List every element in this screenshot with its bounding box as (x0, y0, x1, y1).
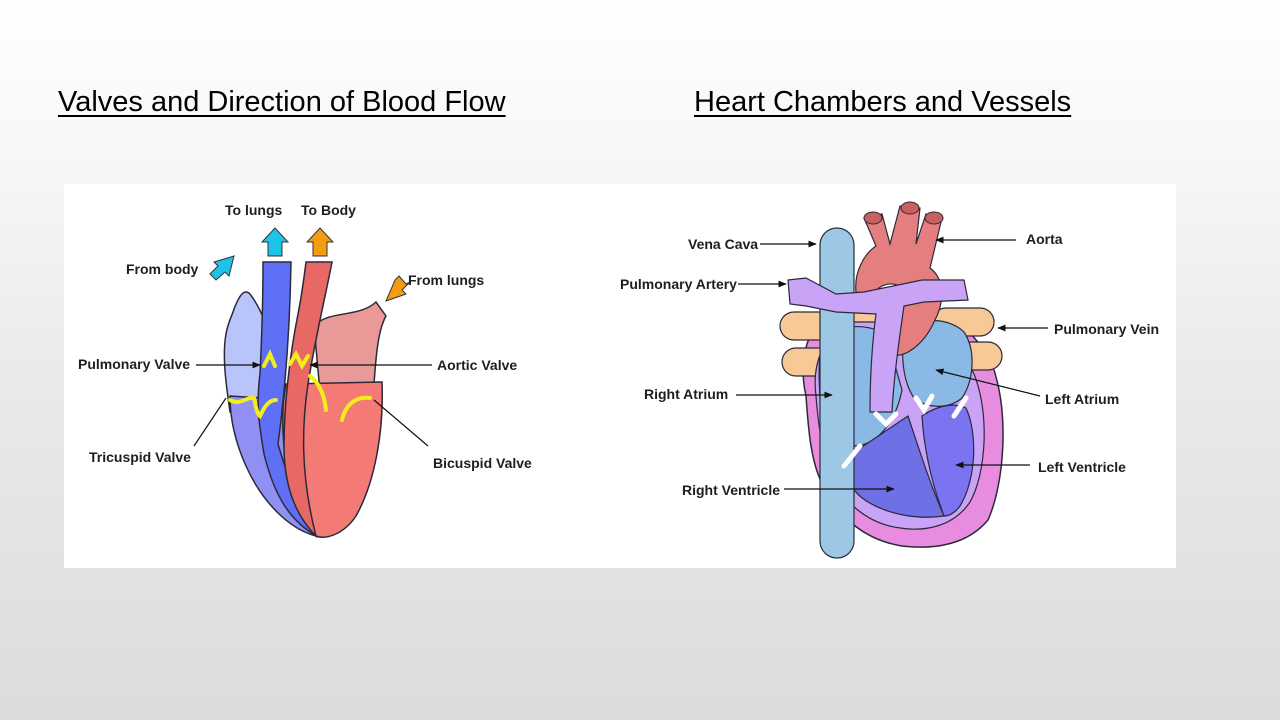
heart-diagrams: To lungs To Body From body From lungs Pu… (78, 201, 1159, 559)
aortic-valve (288, 349, 310, 371)
aorta-shape (283, 261, 333, 539)
right-heart-diagram: Vena Cava Aorta Pulmonary Artery Pulmona… (620, 201, 1159, 559)
label-tricuspid-valve: Tricuspid Valve (89, 449, 191, 465)
label-from-lungs: From lungs (408, 272, 484, 288)
pulmonary-artery-shape (787, 277, 969, 413)
label-bicuspid-valve: Bicuspid Valve (433, 455, 532, 471)
left-heart-diagram: To lungs To Body From body From lungs Pu… (78, 202, 532, 539)
tricuspid-valve (228, 395, 278, 420)
label-aortic-valve: Aortic Valve (437, 357, 517, 373)
label-left-ventricle: Left Ventricle (1038, 459, 1126, 475)
title-valves-blood-flow: Valves and Direction of Blood Flow (58, 86, 506, 118)
label-pulmonary-valve: Pulmonary Valve (78, 356, 190, 372)
label-left-atrium: Left Atrium (1045, 391, 1119, 407)
pulmonary-valve (262, 349, 277, 368)
from-body-arrow-icon (209, 255, 235, 281)
to-lungs-arrow-icon (260, 227, 290, 257)
label-pulmonary-artery: Pulmonary Artery (620, 276, 737, 292)
title-chambers-vessels: Heart Chambers and Vessels (694, 86, 1072, 118)
heart-valves (841, 393, 969, 469)
label-to-lungs: To lungs (225, 202, 282, 218)
label-pulmonary-vein: Pulmonary Vein (1054, 321, 1159, 337)
vena-cava-shape (819, 227, 855, 559)
label-from-body: From body (126, 261, 199, 277)
label-aorta: Aorta (1026, 231, 1063, 247)
label-to-body: To Body (301, 202, 356, 218)
label-right-ventricle: Right Ventricle (682, 482, 780, 498)
from-lungs-arrow-icon (385, 275, 411, 302)
to-body-arrow-icon (305, 227, 335, 257)
bicuspid-valve (308, 374, 372, 422)
label-vena-cava: Vena Cava (688, 236, 758, 252)
diagram-panel: To lungs To Body From body From lungs Pu… (64, 184, 1176, 568)
label-right-atrium: Right Atrium (644, 386, 728, 402)
